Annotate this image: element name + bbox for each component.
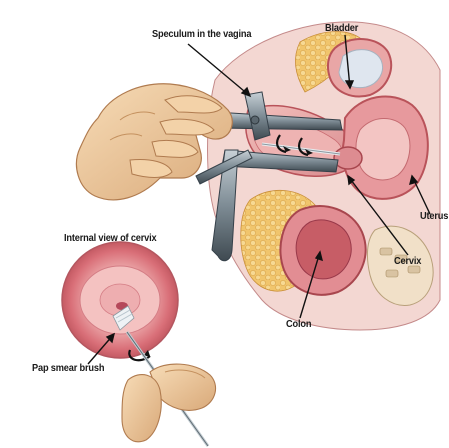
- internal-view-label: Internal view of cervix: [64, 232, 157, 244]
- pap-brush-label: Pap smear brush: [32, 362, 104, 374]
- speculum-label: Speculum in the vagina: [152, 28, 251, 40]
- cervix-label: Cervix: [394, 255, 421, 267]
- colon-label: Colon: [286, 318, 311, 330]
- cervix: [334, 147, 362, 169]
- pelvic-cross-section: [208, 22, 441, 330]
- cervix-internal-view: [62, 242, 178, 360]
- bladder-label: Bladder: [325, 22, 358, 34]
- uterus-label: Uterus: [420, 210, 448, 222]
